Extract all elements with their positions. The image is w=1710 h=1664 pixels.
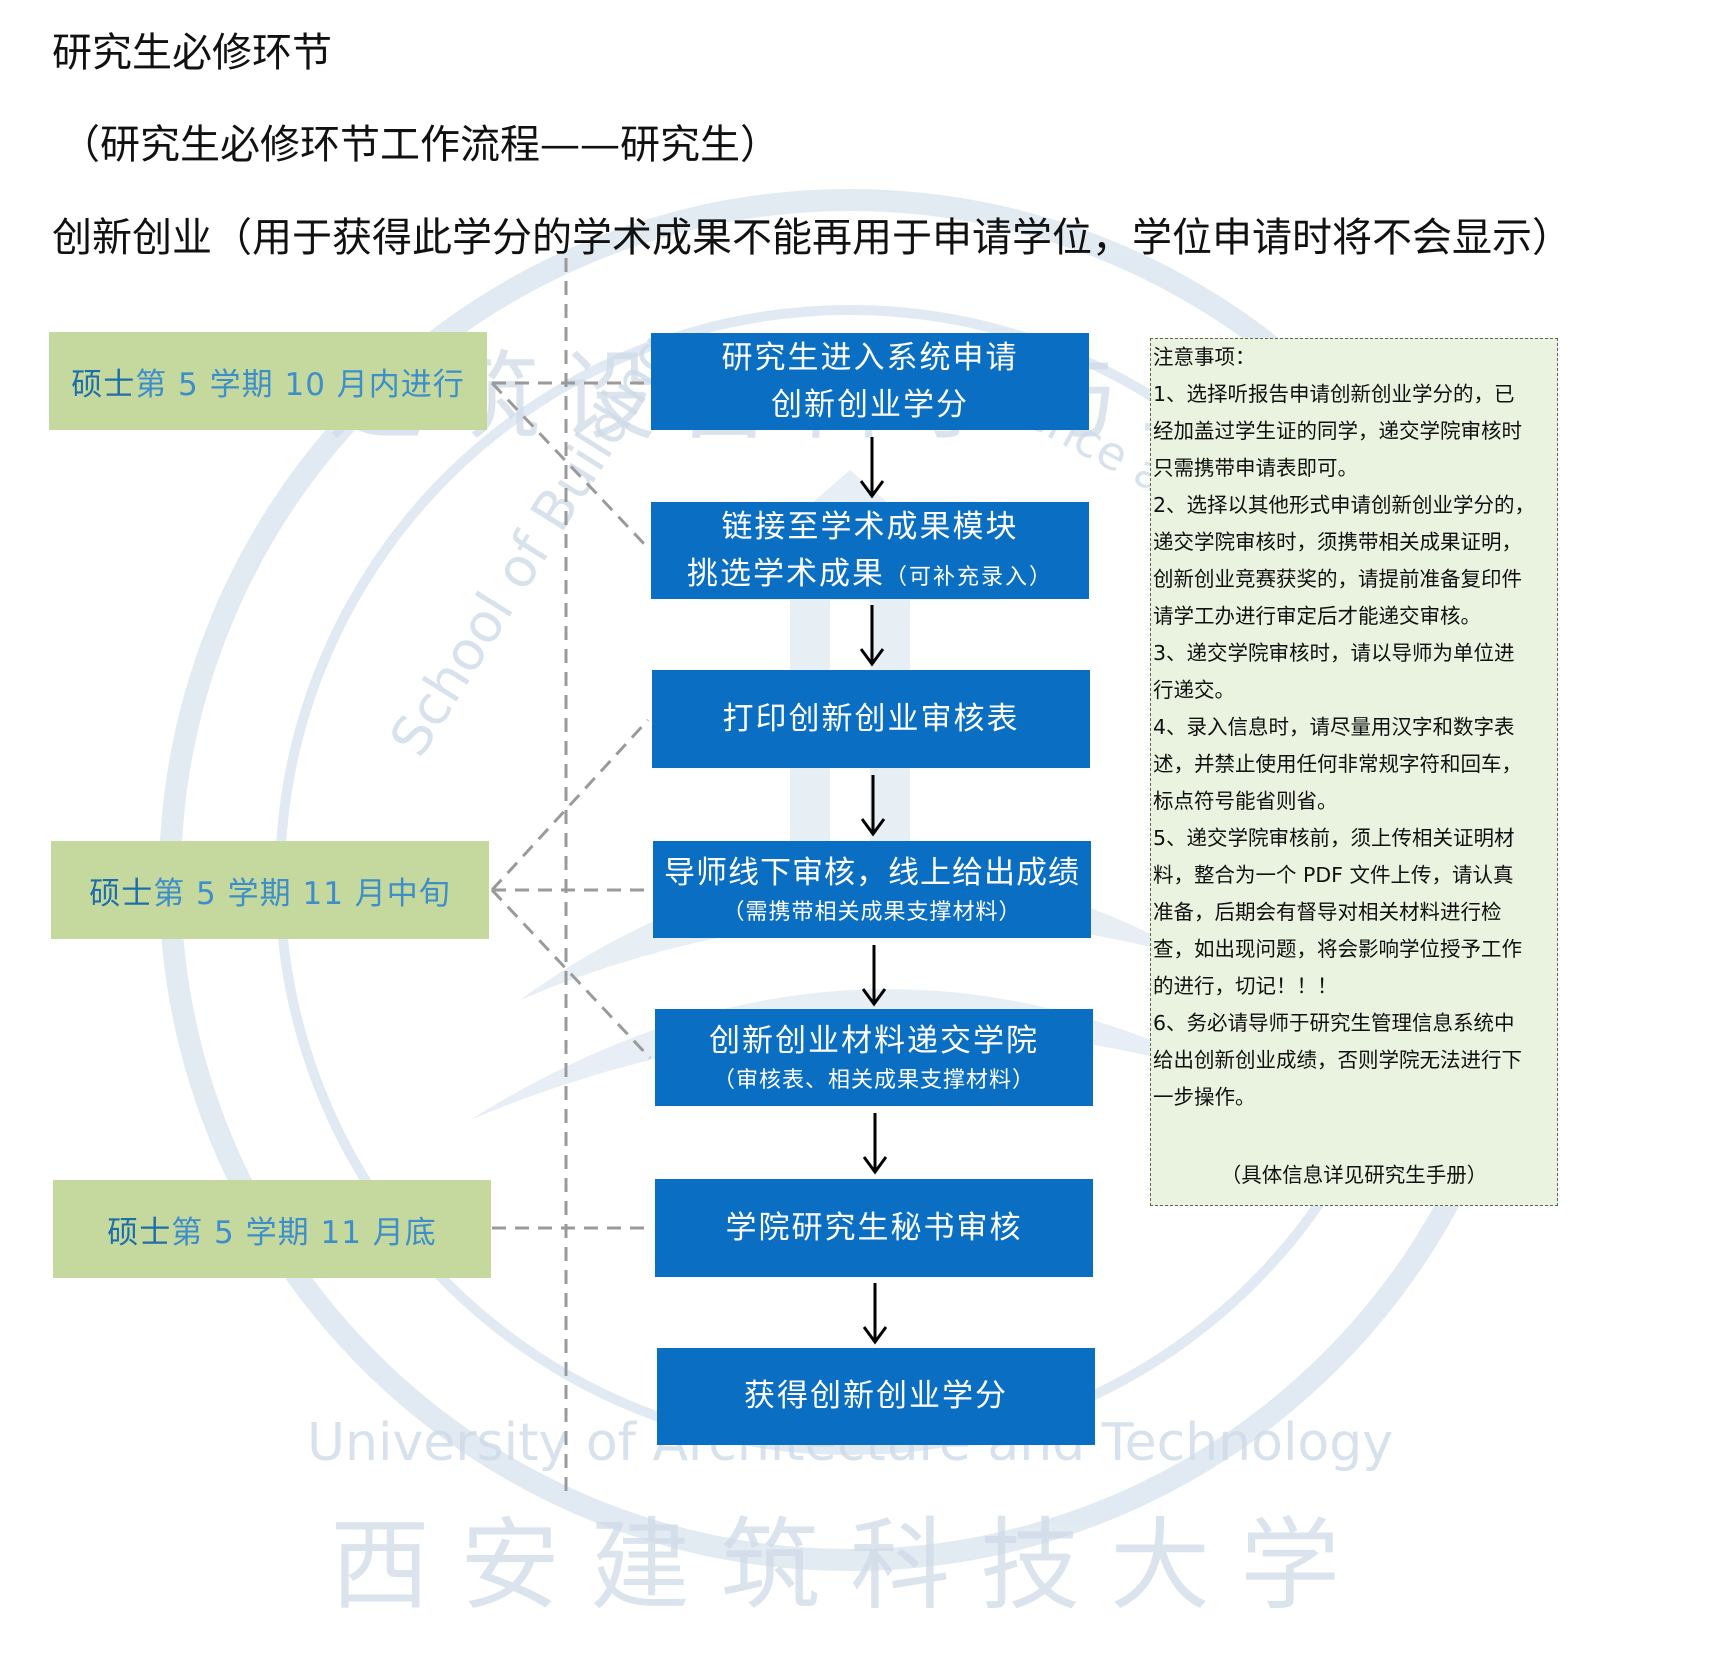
- step-select-achievements: 链接至学术成果模块 挑选学术成果（可补充录入）: [651, 502, 1089, 599]
- timeline-time: 第 5 学期 11 月底: [171, 1214, 437, 1251]
- notes-line: 一步操作。: [1153, 1085, 1256, 1109]
- arrow-down-icon: [862, 945, 886, 1007]
- arrow-down-icon: [861, 775, 885, 837]
- step-supervisor-review: 导师线下审核，线上给出成绩 （需携带相关成果支撑材料）: [653, 841, 1091, 938]
- step-text: 挑选学术成果: [686, 555, 885, 592]
- notes-line: 标点符号能省则省。: [1153, 789, 1338, 813]
- timeline-box-2: 硕士第 5 学期 11 月中旬: [51, 841, 489, 939]
- notes-line: 注意事项：: [1153, 345, 1256, 369]
- notes-line: 递交学院审核时，须携带相关成果证明，: [1153, 530, 1522, 554]
- notes-line: 行递交。: [1153, 678, 1235, 702]
- section-title: 研究生必修环节: [52, 30, 332, 76]
- notes-line: 只需携带申请表即可。: [1153, 456, 1358, 480]
- notes-line: 5、递交学院审核前，须上传相关证明材: [1153, 826, 1515, 850]
- connector-t2-s3: [490, 718, 650, 892]
- notes-line: 1、选择听报告申请创新创业学分的，已: [1153, 382, 1515, 406]
- timeline-degree: 硕士: [89, 875, 154, 912]
- notes-line: 准备，后期会有督导对相关材料进行检: [1153, 900, 1502, 924]
- workflow-subtitle: （研究生必修环节工作流程——研究生）: [60, 122, 780, 168]
- timeline-degree: 硕士: [71, 366, 136, 403]
- notes-panel: 注意事项： 1、选择听报告申请创新创业学分的，已 经加盖过学生证的同学，递交学院…: [1150, 338, 1558, 1206]
- timeline-degree: 硕士: [107, 1214, 172, 1251]
- arrow-down-icon: [860, 437, 884, 499]
- step-text: 创新创业学分: [771, 386, 969, 423]
- step-secretary-review: 学院研究生秘书审核: [655, 1179, 1093, 1277]
- timeline-box-1: 硕士第 5 学期 10 月内进行: [49, 332, 487, 430]
- notes-line: 请学工办进行审定后才能递交审核。: [1153, 604, 1481, 628]
- arrow-down-icon: [863, 1113, 887, 1175]
- step-text: 学院研究生秘书审核: [725, 1209, 1023, 1246]
- connector-t2-s5: [490, 888, 652, 1060]
- step-subtext: （审核表、相关成果支撑材料）: [712, 1068, 1035, 1094]
- step-text: 获得创新创业学分: [744, 1378, 1008, 1415]
- step-apply-in-system: 研究生进入系统申请 创新创业学分: [651, 333, 1089, 430]
- notes-line: 4、录入信息时，请尽量用汉字和数字表: [1153, 715, 1515, 739]
- timeline-time: 第 5 学期 10 月内进行: [135, 366, 465, 403]
- connector-t1-s2: [490, 381, 650, 550]
- step-text: 打印创新创业审核表: [722, 700, 1020, 737]
- notes-line: 的进行，切记！！！: [1153, 974, 1338, 998]
- notes-line: 给出创新创业成绩，否则学院无法进行下: [1153, 1048, 1522, 1072]
- timeline-time: 第 5 学期 11 月中旬: [153, 875, 451, 912]
- step-subtext: （可补充录入）: [884, 564, 1053, 590]
- innovation-title: 创新创业（用于获得此学分的学术成果不能再用于申请学位，学位申请时将不会显示）: [52, 215, 1572, 261]
- notes-line: 料，整合为一个 PDF 文件上传，请认真: [1153, 863, 1514, 887]
- timeline-box-3: 硕士第 5 学期 11 月底: [53, 1180, 491, 1278]
- notes-line: 述，并禁止使用任何非常规字符和回车，: [1153, 752, 1522, 776]
- step-text: 链接至学术成果模块: [721, 509, 1019, 545]
- notes-line: 2、选择以其他形式申请创新创业学分的，: [1153, 493, 1536, 517]
- notes-line: 查，如出现问题，将会影响学位授予工作: [1153, 937, 1522, 961]
- arrow-down-icon: [863, 1283, 887, 1345]
- notes-line: 6、务必请导师于研究生管理信息系统中: [1153, 1011, 1515, 1035]
- notes-line: 经加盖过学生证的同学，递交学院审核时: [1153, 419, 1522, 443]
- notes-footer: （具体信息详见研究生手册）: [1220, 1163, 1488, 1187]
- step-subtext: （需携带相关成果支撑材料）: [722, 900, 1022, 926]
- step-submit-to-college: 创新创业材料递交学院 （审核表、相关成果支撑材料）: [655, 1009, 1093, 1106]
- notes-line: 创新创业竞赛获奖的，请提前准备复印件: [1153, 567, 1522, 591]
- step-text: 导师线下审核，线上给出成绩: [664, 854, 1080, 891]
- step-print-form: 打印创新创业审核表: [652, 670, 1090, 768]
- step-text: 研究生进入系统申请: [721, 340, 1019, 376]
- step-text: 创新创业材料递交学院: [709, 1022, 1039, 1059]
- notes-line: 3、递交学院审核时，请以导师为单位进: [1153, 641, 1515, 665]
- step-obtain-credit: 获得创新创业学分: [657, 1348, 1095, 1445]
- arrow-down-icon: [860, 605, 884, 667]
